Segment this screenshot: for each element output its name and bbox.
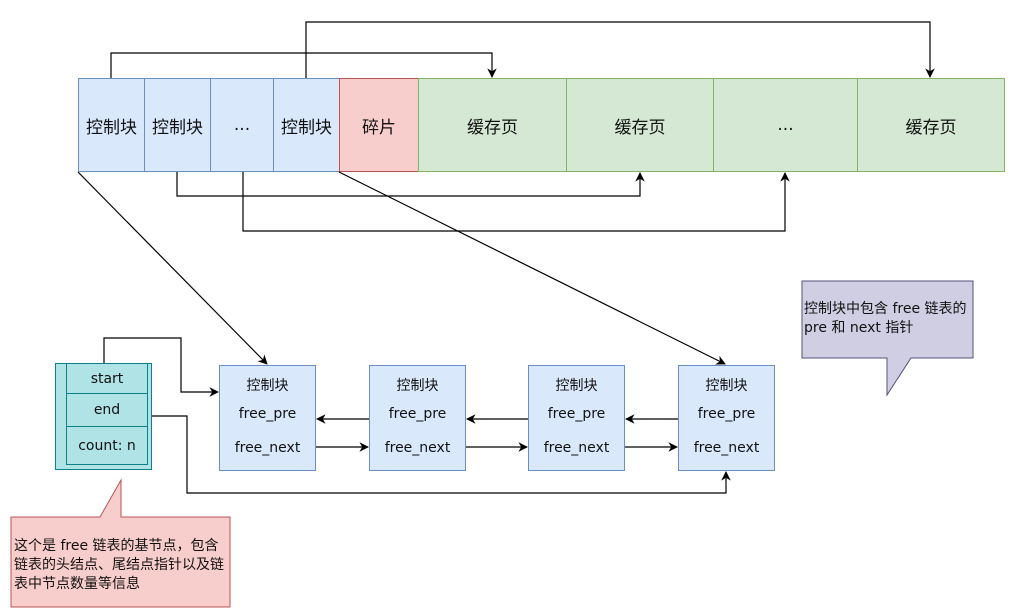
control-block-label: 控制块 xyxy=(281,117,332,138)
control-block-label: ... xyxy=(233,115,251,135)
connector-cb2-to-page2 xyxy=(176,172,645,197)
node-title: 控制块 xyxy=(705,378,748,394)
connector-cb4-to-node4 xyxy=(338,171,726,365)
node-free-pre: free_pre xyxy=(697,406,756,422)
end-label: end xyxy=(93,402,121,418)
base-node-callout-shape xyxy=(10,478,231,608)
node-title: 控制块 xyxy=(555,378,598,394)
base-node-start: start xyxy=(66,363,148,394)
control-block-label: 控制块 xyxy=(152,117,203,138)
connector-cbx-to-pagex xyxy=(242,172,790,232)
count-label: count: n xyxy=(78,437,136,454)
control-block-ellipsis: ... xyxy=(210,78,274,172)
control-block-1: 控制块 xyxy=(78,78,145,172)
connector-cb1-to-node1 xyxy=(77,171,268,365)
node-free-pre: free_pre xyxy=(388,406,447,422)
start-label: start xyxy=(90,370,124,387)
cache-page-label: 缓存页 xyxy=(614,117,666,138)
cache-page-label: ... xyxy=(777,115,794,135)
node-title: 控制块 xyxy=(246,378,289,394)
free-list-node-4: 控制块 free_pre free_next xyxy=(678,365,775,471)
connector-cb1-to-page1 xyxy=(110,52,497,78)
node-free-pre: free_pre xyxy=(238,406,297,422)
node-free-next: free_next xyxy=(384,440,451,456)
connector-start-to-node1 xyxy=(103,337,219,397)
fragment-block: 碎片 xyxy=(339,78,419,172)
connector-cb4-to-page4 xyxy=(305,21,935,78)
node-free-next: free_next xyxy=(693,440,760,456)
cache-page-2: 缓存页 xyxy=(566,78,714,172)
node-title: 控制块 xyxy=(396,378,439,394)
node-free-pre: free_pre xyxy=(547,406,606,422)
cache-page-4: 缓存页 xyxy=(857,78,1005,172)
cache-page-ellipsis: ... xyxy=(713,78,858,172)
node-free-next: free_next xyxy=(234,440,301,456)
control-block-label: 控制块 xyxy=(86,117,137,138)
control-block-note: 控制块中包含 free 链表的 pre 和 next 指针 xyxy=(804,301,967,336)
control-block-callout-shape xyxy=(801,280,974,397)
free-list-node-1: 控制块 free_pre free_next xyxy=(219,365,316,471)
node-free-next: free_next xyxy=(543,440,610,456)
base-node-count: count: n xyxy=(66,426,148,465)
cache-page-label: 缓存页 xyxy=(467,117,518,138)
control-block-2: 控制块 xyxy=(144,78,211,172)
fragment-label: 碎片 xyxy=(362,117,396,138)
cache-page-label: 缓存页 xyxy=(905,117,957,138)
free-list-node-3: 控制块 free_pre free_next xyxy=(528,365,625,471)
base-node-note: 这个是 free 链表的基节点，包含链表的头结点、尾结点指针以及链表中节点数量等… xyxy=(14,538,224,592)
connector-end-to-node4 xyxy=(152,415,731,494)
free-list-node-2: 控制块 free_pre free_next xyxy=(369,365,466,471)
